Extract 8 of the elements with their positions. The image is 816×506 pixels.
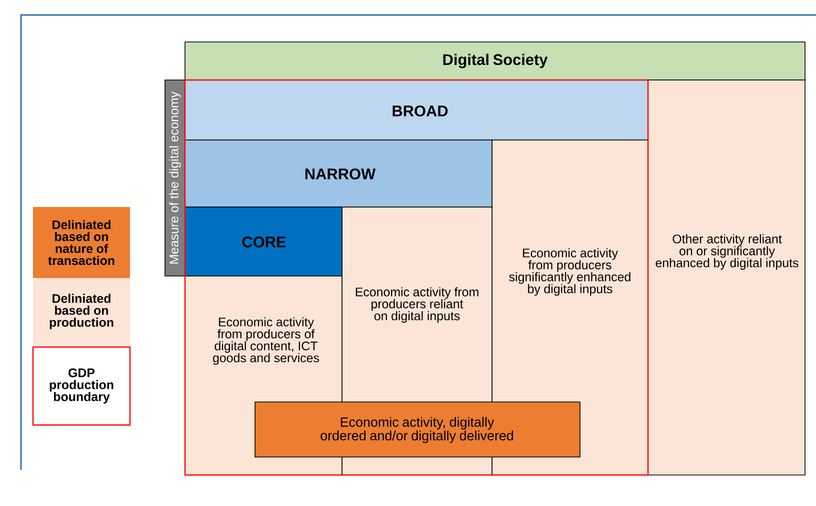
legend-key: GDP production boundary [32, 346, 131, 426]
scope-band: CORE [184, 206, 342, 276]
side-label-bar: Measure of the digital economy [164, 80, 186, 276]
activity-box: Other activity reliant on or significantly enhanced by digital inputs [648, 80, 806, 476]
transaction-box: Economic activity, digitally ordered and/or digitally delivered [254, 402, 580, 458]
scope-band: BROAD [184, 80, 648, 140]
band: Digital Society [184, 42, 806, 80]
scope-band: NARROW [184, 140, 492, 208]
